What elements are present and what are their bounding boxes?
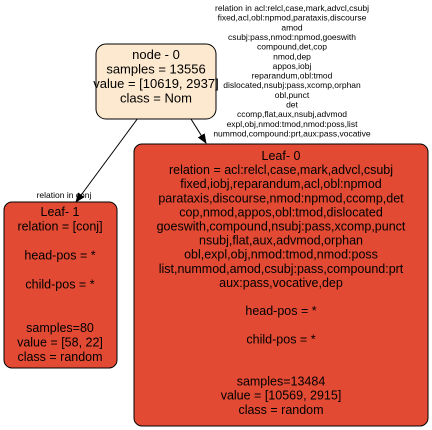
root-node-line: class = Nom bbox=[120, 91, 192, 106]
leaf-0-line: nsubj,flat,aux,advmod,orphan bbox=[199, 234, 363, 248]
edge-label-relation-list-line: nummod,compound:prt,aux:pass,vocative bbox=[213, 128, 371, 138]
edge-label-relation-list: relation in acl:relcl,case,mark,advcl,cs… bbox=[213, 3, 371, 138]
leaf-0-line: relation = acl:relcl,case,mark,advcl,csu… bbox=[169, 163, 393, 177]
leaf-0-line: list,nummod,amod,csubj:pass,compound:prt bbox=[159, 262, 404, 276]
leaf-1-line: head-pos = * bbox=[24, 249, 95, 263]
edge-label-relation-list-line: relation in acl:relcl,case,mark,advcl,cs… bbox=[215, 3, 369, 13]
edge-label-relation-list-line: ccomp,flat,aux,nsubj,advmod bbox=[237, 109, 347, 119]
leaf-1-box[interactable] bbox=[3, 201, 118, 369]
leaf-0-line: aux:pass,vocative,dep bbox=[219, 276, 343, 290]
root-node-line: node - 0 bbox=[132, 47, 180, 62]
leaf-0-line: parataxis,discourse,nmod:npmod,ccomp,det bbox=[158, 191, 404, 205]
leaf-0-line: obl,expl,obj,nmod:tmod,nmod:poss bbox=[184, 248, 378, 262]
edge-label-relation-list-line: obl,punct bbox=[275, 90, 310, 100]
leaf-0-line: value = [10569, 2915] bbox=[221, 389, 342, 403]
leaf-1-line: value = [58, 22] bbox=[17, 336, 103, 350]
leaf-0-line: child-pos = * bbox=[246, 332, 315, 346]
edge-label-relation-list-line: dislocated,nsubj:pass,xcomp,orphan bbox=[223, 80, 361, 90]
edge-label-relation-list-line: csubj:pass,nmod:npmod,goeswith bbox=[228, 32, 356, 42]
leaf-0-box[interactable] bbox=[133, 143, 429, 427]
leaf-0-line: goeswith,compound,nsubj:pass,xcomp,punct bbox=[157, 220, 406, 234]
edge-label-conj: relation in conj bbox=[37, 190, 92, 200]
leaf-1-line: samples=80 bbox=[26, 321, 94, 335]
leaf-1-line: child-pos = * bbox=[25, 278, 94, 292]
leaf-0-line: Leaf- 0 bbox=[262, 149, 301, 163]
edge-label-relation-list-line: det bbox=[286, 100, 298, 110]
edge-label-relation-list-line: reparandum,obl:tmod bbox=[252, 71, 333, 81]
edge-label-relation-list-line: fixed,acl,obl:npmod,parataxis,discourse bbox=[218, 13, 367, 23]
edge-label-relation-list-line: amod bbox=[281, 22, 303, 32]
root-node-line: samples = 13556 bbox=[106, 62, 205, 77]
edge-label-conj-line: relation in conj bbox=[37, 190, 92, 200]
leaf-0-line: fixed,iobj,reparandum,acl,obl:npmod bbox=[180, 177, 382, 191]
leaf-1-line: class = random bbox=[17, 350, 102, 364]
edge-label-relation-list-line: nmod,dep bbox=[273, 51, 311, 61]
leaf-0-line: class = random bbox=[238, 403, 323, 417]
root-node-line: value = [10619, 2937] bbox=[93, 76, 218, 91]
edge-label-relation-list-line: compound,det,cop bbox=[257, 42, 327, 52]
leaf-1-line: relation = [conj] bbox=[17, 220, 102, 234]
leaf-0-line: samples=13484 bbox=[237, 375, 326, 389]
edge-label-relation-list-line: expl,obj,nmod:tmod,nmod:poss,list bbox=[227, 119, 359, 129]
edge-root-to-leaf-1 bbox=[75, 117, 139, 203]
root-node-box[interactable] bbox=[95, 43, 217, 120]
leaf-0-line: cop,nmod,appos,obl:tmod,dislocated bbox=[179, 205, 383, 219]
leaf-0-line: head-pos = * bbox=[245, 304, 316, 318]
leaf-1-line: Leaf- 1 bbox=[41, 205, 80, 219]
edge-label-relation-list-line: appos,iobj bbox=[273, 61, 312, 71]
